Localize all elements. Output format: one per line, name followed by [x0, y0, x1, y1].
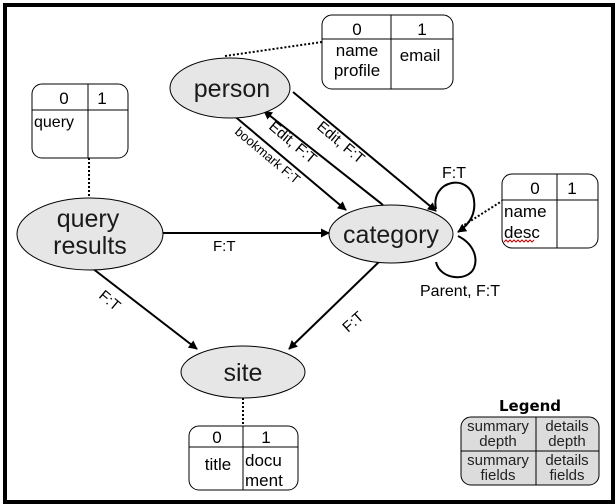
- table-query-results: 0 1 query: [31, 83, 129, 159]
- node-person-label: person: [194, 75, 270, 103]
- table-site-cell-1-line-0: docu: [245, 451, 282, 470]
- legend-title: Legend: [499, 397, 561, 415]
- table-site-header-0: 0: [212, 428, 221, 447]
- table-query-results-header-0: 0: [59, 89, 68, 108]
- edge-category-to-person-edit: [263, 110, 384, 206]
- node-person[interactable]: person: [169, 57, 291, 119]
- person-table-connector: [224, 41, 323, 57]
- edge-person-to-category-edit: [292, 91, 437, 212]
- table-site-cell-0-line-0: title: [205, 455, 231, 474]
- table-category-cell-0-line-0: name: [504, 202, 547, 221]
- edge-query-results-to-site: [91, 267, 198, 350]
- legend-cell-details-depth-line-1: depth: [548, 433, 586, 450]
- node-query-results[interactable]: query results: [16, 197, 164, 271]
- node-category-label: category: [343, 221, 439, 249]
- legend-cell-summary-fields-line-0: summary: [467, 452, 529, 469]
- diagram-frame: [3, 3, 615, 504]
- node-category[interactable]: category: [328, 204, 454, 264]
- table-site: 0 1 title docu ment: [188, 425, 299, 491]
- node-site[interactable]: site: [180, 345, 306, 399]
- legend: Legend summary depth details depth summa…: [460, 397, 600, 486]
- edge-category-self-loop-parent: [435, 235, 477, 278]
- table-category-header-0: 0: [530, 179, 539, 198]
- node-query-results-label-line1: query: [57, 205, 120, 233]
- legend-cell-details-fields-line-0: details: [545, 452, 588, 469]
- edge-category-self-loop-top: [434, 181, 476, 233]
- table-category-header-1: 1: [567, 179, 576, 198]
- edge-label-person-to-category-edit: Edit, F:T: [313, 118, 367, 167]
- node-query-results-label-line2: results: [53, 232, 127, 260]
- table-person-cell-1-line-0: email: [400, 46, 441, 65]
- legend-cell-details-fields-line-1: fields: [549, 467, 584, 484]
- table-person-cell-0-line-0: name: [336, 41, 379, 60]
- edge-person-to-category-bookmark: [231, 113, 347, 211]
- table-site-cell-1-line-1: ment: [245, 471, 283, 490]
- edge-label-query-results-to-category: F:T: [213, 238, 236, 255]
- edge-label-category-to-site: F:T: [339, 308, 367, 336]
- edge-label-category-self-loop-top: F:T: [442, 165, 466, 182]
- table-query-results-header-1: 1: [97, 89, 106, 108]
- legend-cell-summary-depth-line-0: summary: [467, 418, 529, 435]
- edge-label-query-results-to-site: F:T: [95, 287, 123, 314]
- edge-label-category-self-loop-parent: Parent, F:T: [420, 283, 500, 300]
- table-query-results-cell-0-line-0: query: [34, 114, 74, 131]
- table-person-header-1: 1: [417, 20, 426, 39]
- table-person-cell-0-line-1: profile: [334, 61, 380, 80]
- legend-cell-details-depth-line-0: details: [545, 418, 588, 435]
- legend-cell-summary-depth-line-1: depth: [479, 433, 517, 450]
- table-person-header-0: 0: [352, 20, 361, 39]
- table-person: 0 1 name profile email: [321, 14, 454, 90]
- spellcheck-underline: [503, 239, 535, 243]
- table-category: 0 1 name desc: [501, 173, 599, 249]
- table-site-header-1: 1: [261, 428, 270, 447]
- node-site-label: site: [224, 359, 263, 387]
- legend-cell-summary-fields-line-1: fields: [480, 467, 515, 484]
- edge-category-to-site: [288, 258, 383, 350]
- table-category-cell-0-line-1: desc: [504, 223, 540, 242]
